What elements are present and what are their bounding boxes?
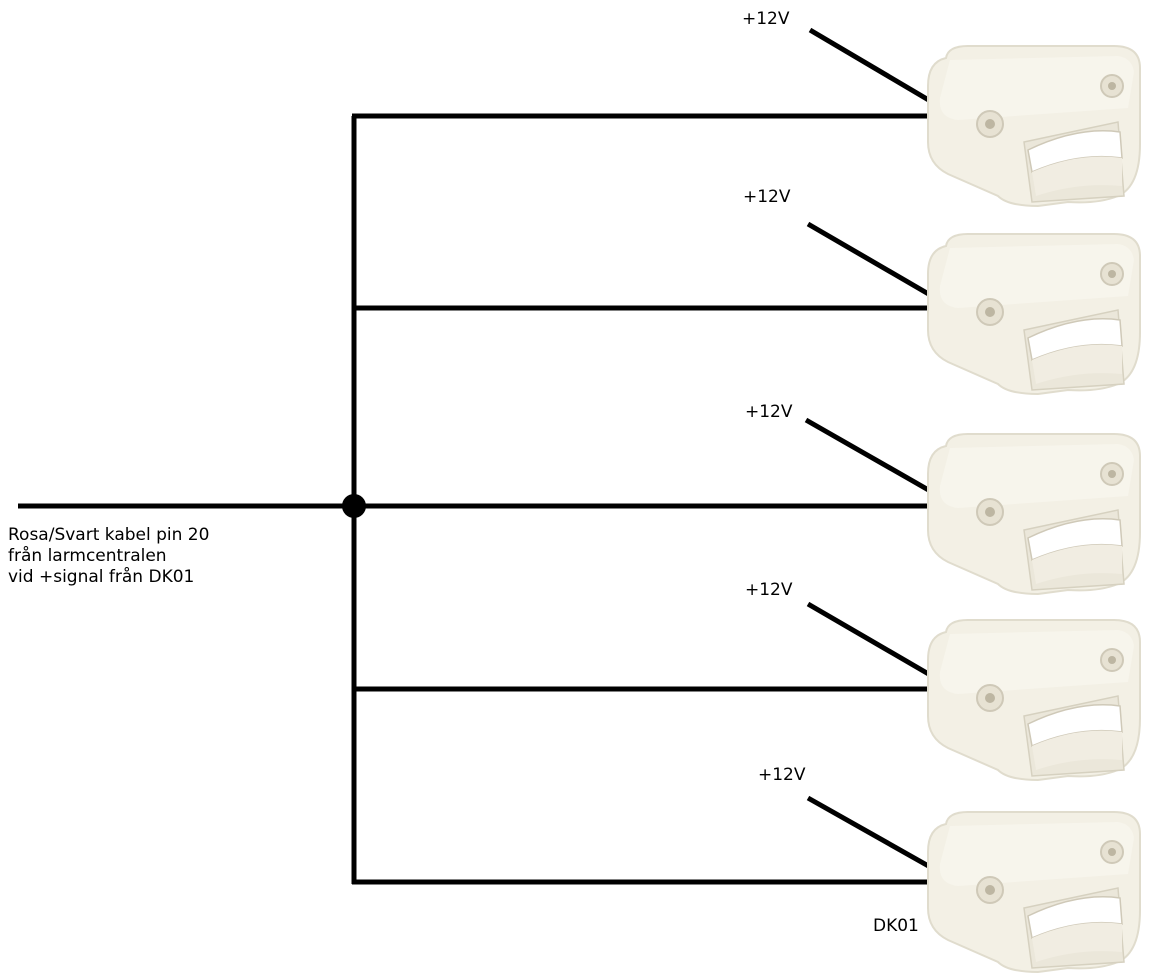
supply-label-4: +12V xyxy=(745,580,793,600)
supply-wire-4 xyxy=(806,601,934,679)
supply-wire-5 xyxy=(806,795,934,871)
door-switch-1 xyxy=(927,45,1141,207)
door-switch-3 xyxy=(927,433,1141,595)
supply-label-5: +12V xyxy=(758,765,806,785)
door-switch-4 xyxy=(927,619,1141,781)
supply-label-1: +12V xyxy=(742,9,790,29)
supply-wire-3 xyxy=(804,417,934,495)
source-cable-line-3: vid +signal från DK01 xyxy=(8,567,195,587)
source-cable-line-2: från larmcentralen xyxy=(8,546,167,566)
source-cable-line-1: Rosa/Svart kabel pin 20 xyxy=(8,525,210,545)
supply-label-3: +12V xyxy=(745,402,793,422)
supply-label-2: +12V xyxy=(743,187,791,207)
source-cable-label: Rosa/Svart kabel pin 20 från larmcentral… xyxy=(8,525,209,588)
device-model-label: DK01 xyxy=(873,916,919,936)
supply-wire-1 xyxy=(808,27,934,105)
junction-dot xyxy=(342,494,366,518)
supply-wire-2 xyxy=(806,221,934,299)
door-switch-2 xyxy=(927,233,1141,395)
door-switch-5 xyxy=(927,811,1141,973)
